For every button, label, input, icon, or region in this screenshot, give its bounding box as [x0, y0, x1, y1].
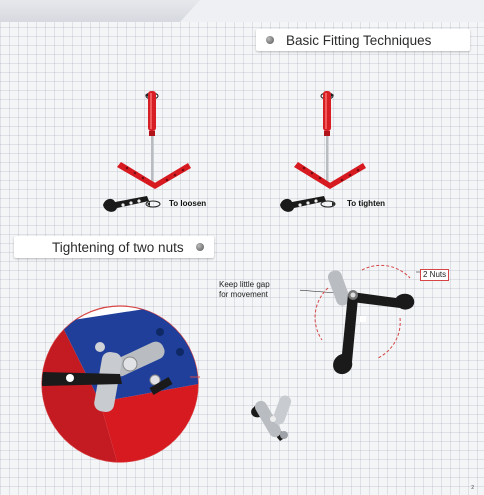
page-number: 2 [471, 485, 474, 491]
caption-to-loosen: To loosen [169, 199, 207, 208]
bullet-icon [195, 243, 204, 251]
section-header-two-nuts: Tightening of two nuts [14, 236, 214, 258]
bullet-icon [266, 36, 274, 44]
zoom-detail-illustration [41, 305, 200, 463]
section-header-basic-fitting: Basic Fitting Techniques [256, 29, 470, 51]
label-two-nuts: 2 Nuts [420, 269, 450, 281]
two-spanners-illustration [300, 264, 420, 375]
caption-to-tighten: To tighten [347, 199, 386, 208]
top-band-notch [180, 0, 484, 22]
note-gap-line2: for movement [219, 290, 268, 299]
screwdriver-tighten-illustration [280, 91, 366, 212]
nuts-closeup-illustration [251, 395, 292, 441]
note-gap-line1: Keep little gap [219, 280, 270, 289]
section-title: Tightening of two nuts [52, 239, 184, 255]
section-title: Basic Fitting Techniques [286, 32, 432, 48]
screwdriver-loosen-illustration [103, 91, 191, 212]
